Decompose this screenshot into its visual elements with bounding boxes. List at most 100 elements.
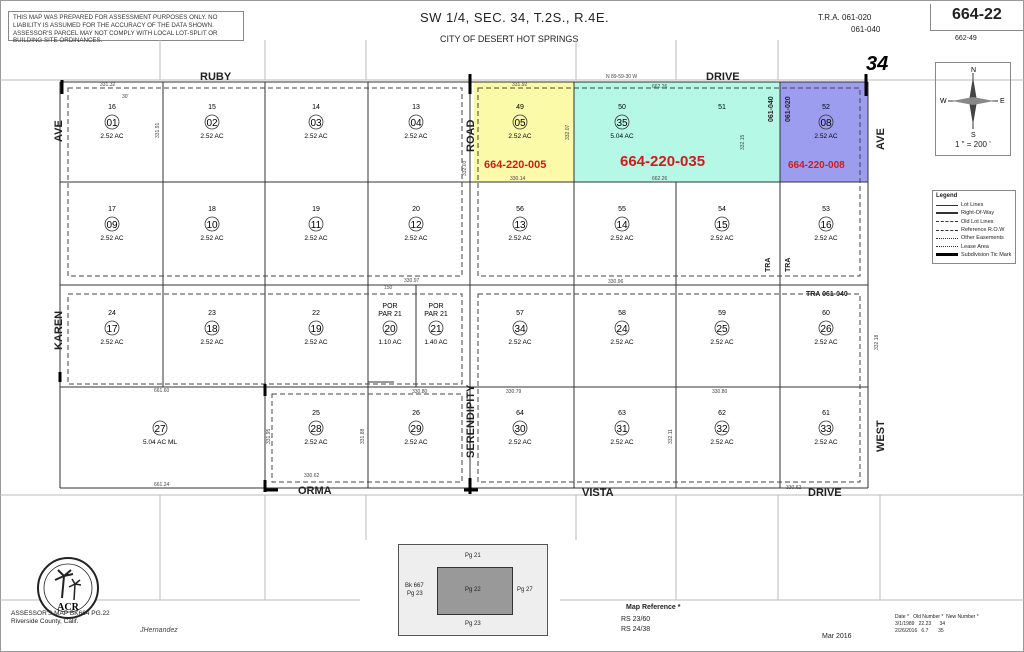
dimension-label: 330.96 [608, 279, 624, 285]
parcel-number-circle [308, 114, 324, 130]
parcel-lot-number: 49 [516, 104, 524, 111]
minimap-current-page [437, 567, 513, 615]
dimension-label: 331.91 [155, 122, 161, 138]
parcel-number-circle [204, 216, 220, 232]
parcel-number-circle [818, 216, 834, 232]
parcel-number-circle [714, 420, 730, 436]
parcel-area: 2.52 AC [610, 339, 633, 346]
south-letter: S [971, 132, 976, 139]
map-reference-rs2: RS 24/38 [621, 626, 651, 633]
parcel-area: 2.52 AC [508, 439, 531, 446]
parcel-lot-number: 26 [412, 410, 420, 417]
apn-label-035: 664-220-035 [620, 153, 705, 170]
parcel-number: 25 [716, 324, 728, 335]
minimap-left-label-2: Pg 23 [407, 591, 423, 597]
parcel-lot-number: PAR 21 [378, 311, 402, 318]
dimension-label: 330.80 [712, 389, 728, 395]
parcel: 16 01 2.52 AC [100, 104, 123, 140]
street-drive-bottom: DRIVE [808, 487, 842, 499]
dimension-label: 332.15 [740, 134, 746, 150]
parcel-number: 26 [820, 324, 832, 335]
map-reference-rs1: RS 23/60 [621, 616, 651, 623]
parcel-area: 2.52 AC [304, 439, 327, 446]
highlight-parcel-008 [780, 82, 868, 182]
street-west: WEST [875, 420, 887, 452]
parcel-area: 2.52 AC [100, 133, 123, 140]
parcel-lot-number: 64 [516, 410, 524, 417]
legend-item: Reference R.O.W [936, 226, 1012, 234]
east-letter: E [1000, 98, 1005, 105]
parcel-number: 21 [430, 324, 442, 335]
dimension-label: 330.62 [304, 473, 320, 479]
parcel-lot-number: 53 [822, 206, 830, 213]
parcel-lot-number: 14 [312, 104, 320, 111]
parcel-area: 2.52 AC [710, 339, 733, 346]
lot-lines [59, 81, 869, 489]
parcel-number-circle [714, 320, 730, 336]
legend-title: Legend [936, 193, 958, 199]
west-letter: W [940, 98, 947, 105]
rev-cell: 2/26/2016 [895, 627, 918, 634]
rev-cell: 34 [939, 620, 946, 627]
street-vista: VISTA [582, 487, 614, 499]
minimap-center-label: Pg 22 [465, 587, 481, 593]
rev-header: Old Number * [913, 614, 944, 620]
parcel-number: 01 [106, 118, 118, 129]
parcel-area: 2.52 AC [814, 235, 837, 242]
parcel-number-circle [408, 216, 424, 232]
parcel: 275.04 AC ML [143, 420, 177, 446]
assessor-line-1: ASSESSOR'S MAP BK664 PG.22 [11, 610, 110, 617]
parcel-area: 2.52 AC [610, 439, 633, 446]
parcel-number: 28 [310, 424, 322, 435]
parcel-area: 2.52 AC [404, 235, 427, 242]
tra-code-2: 061-040 [851, 25, 881, 34]
dimension-label: 331.88 [360, 428, 366, 444]
dimension-label: 331.32 [100, 82, 116, 88]
map-sub-number: 662-49 [955, 35, 977, 42]
parcel-number: 24 [616, 324, 628, 335]
parcel-number-circle [104, 320, 120, 336]
rev-header: New Number * [946, 614, 979, 620]
dimension-label: 661.24 [154, 482, 170, 488]
parcel-lot-number: 51 [718, 104, 726, 111]
dimension-label: 661.60 [154, 388, 170, 394]
rev-cell: 6.7 [921, 627, 929, 634]
parcel-number-circle [818, 114, 834, 130]
parcel-lot-number: 20 [412, 206, 420, 213]
parcel-number: 04 [410, 118, 422, 129]
dimension-label: 331.95 [266, 428, 272, 444]
parcel-area: 5.04 AC ML [143, 439, 177, 446]
parcel-area: 2.52 AC [100, 235, 123, 242]
parcel-lot-number: 15 [208, 104, 216, 111]
parcel-number-circle [512, 216, 528, 232]
minimap-top-label: Pg 21 [465, 553, 481, 559]
parcel-number: 02 [206, 118, 218, 129]
legend-item: Subdivision Tic Mark [936, 251, 1012, 259]
parcel-number-circle [614, 420, 630, 436]
dimension-label: 662.26 [652, 84, 668, 90]
map-scale: 1 " = 200 ' [955, 140, 991, 149]
rev-header: Date * [895, 614, 909, 620]
parcel-lot-number: 16 [108, 104, 116, 111]
parcel-lot-number: 57 [516, 310, 524, 317]
section-title: SW 1/4, SEC. 34, T.2S., R.4E. [420, 10, 610, 25]
legend-item: Right-Of-Way [936, 209, 1012, 217]
rev-cell: 22.23 [918, 620, 932, 627]
street-serendipity: SERENDIPITY [465, 384, 477, 458]
parcel-lot-number: 58 [618, 310, 626, 317]
parcel-lot-number: 19 [312, 206, 320, 213]
parcel-number: 15 [716, 220, 728, 231]
parcel-number-circle [614, 216, 630, 232]
tra-label: TRA [765, 258, 772, 272]
parcel-number-circle [818, 420, 834, 436]
